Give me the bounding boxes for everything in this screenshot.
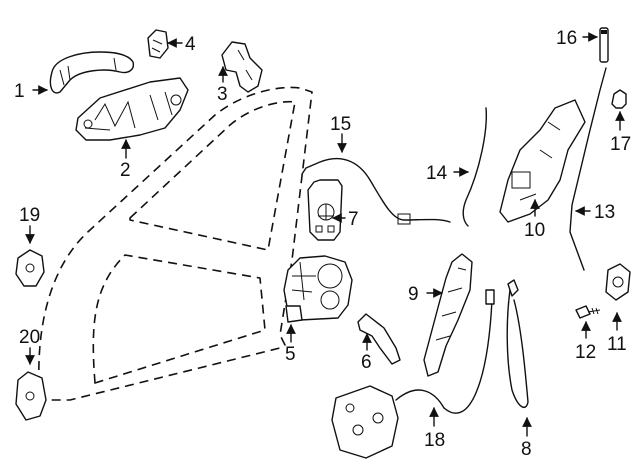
callout-5: 5 [285, 344, 296, 365]
part-10-lock-housing [499, 99, 586, 223]
callout-11: 11 [607, 334, 627, 355]
callout-7: 7 [348, 209, 359, 230]
part-1-outside-handle [49, 51, 135, 94]
part-6-cover-plate [357, 313, 401, 365]
callout-15: 15 [330, 114, 351, 135]
part-9-inner-handle [423, 253, 473, 377]
callout-4: 4 [185, 34, 196, 55]
callout-20: 20 [19, 327, 40, 348]
callout-6: 6 [361, 352, 372, 373]
part-17-grommet [611, 89, 627, 109]
callout-16: 16 [556, 28, 577, 49]
part-11-striker [605, 263, 631, 301]
part-16-lock-knob [599, 27, 609, 63]
callout-leaders [25, 32, 625, 437]
callout-2: 2 [120, 160, 131, 181]
part-4-clip [147, 29, 169, 59]
part-7-key-fob [307, 179, 343, 241]
callout-labels: 1 2 3 4 5 6 7 8 9 10 11 12 13 14 15 16 1… [14, 28, 631, 460]
callout-12: 12 [575, 342, 596, 363]
callout-10: 10 [524, 220, 545, 241]
part-20-hinge [15, 371, 47, 421]
callout-1: 1 [14, 81, 25, 102]
part-19-hinge [15, 249, 45, 287]
part-12-screw [575, 305, 601, 319]
callout-18: 18 [424, 430, 445, 451]
door-outline [38, 86, 313, 401]
callout-13: 13 [594, 202, 615, 223]
callout-19: 19 [19, 205, 40, 226]
part-8-latch-cable [506, 279, 529, 409]
part-3-bracket [221, 41, 263, 93]
part-18-lock-module [331, 289, 495, 459]
part-2-handle-carrier [75, 77, 189, 141]
callout-8: 8 [521, 439, 532, 460]
callout-3: 3 [217, 84, 228, 105]
part-5-lock-actuator [283, 255, 353, 323]
part-13-rod [569, 67, 607, 271]
callout-9: 9 [408, 284, 419, 305]
part-15-cable [301, 157, 451, 225]
callout-14: 14 [426, 163, 448, 184]
part-14-rod [462, 107, 488, 227]
callout-17: 17 [610, 134, 631, 155]
